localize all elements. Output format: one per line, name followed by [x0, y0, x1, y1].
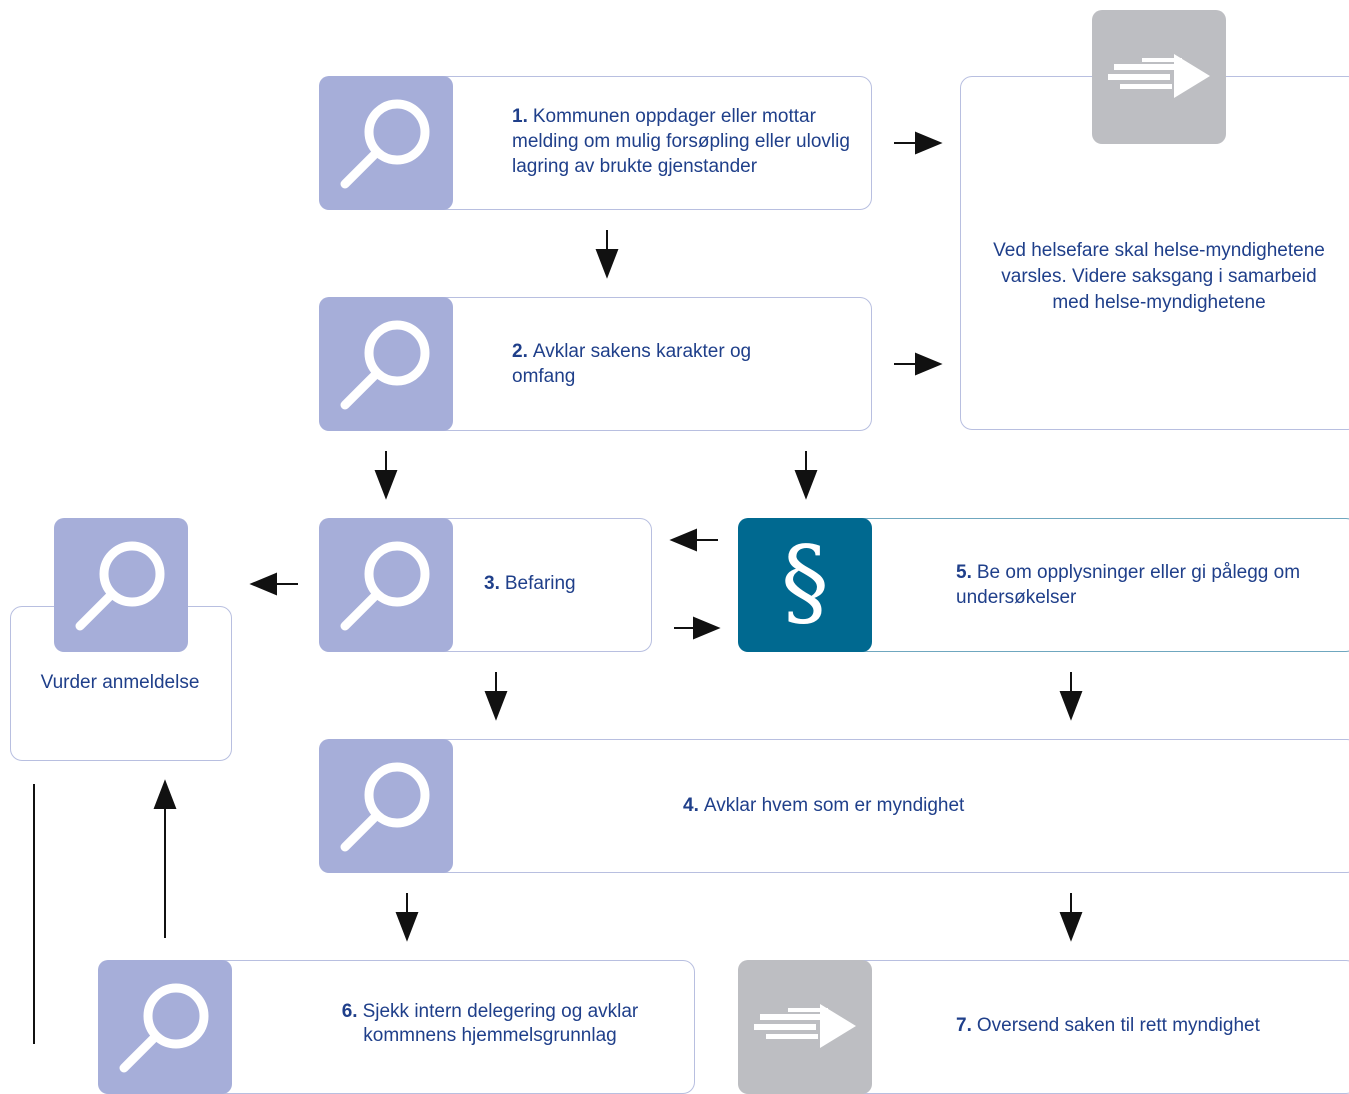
step-3-text: 3.Befaring	[484, 573, 576, 594]
section-symbol-icon: §	[738, 518, 872, 652]
magnifier-icon	[98, 960, 232, 1094]
step-4-text: 4.Avklar hvem som er myndighet	[683, 795, 965, 816]
step-4-box	[319, 739, 1349, 873]
magnifier-icon	[319, 518, 453, 652]
magnifier-icon	[319, 76, 453, 210]
step-5-text: 5.Be om opplysninger eller gi pålegg om …	[956, 562, 1301, 608]
step-6-text: 6.Sjekk intern delegering og avklar komm…	[341, 1001, 639, 1046]
step-2-text: 2.Avklar sakens karakter og omfang	[512, 341, 752, 387]
report-text: Vurder anmeldelse	[40, 672, 200, 693]
step-1-text: 1.Kommunen oppdager eller mottar melding…	[512, 106, 850, 177]
forward-arrow-icon	[738, 960, 872, 1094]
magnifier-icon	[54, 518, 188, 652]
health-authority-text: Ved helsefare skal helse-myndighetene va…	[993, 240, 1325, 313]
magnifier-icon	[319, 739, 453, 873]
report-box	[10, 606, 232, 761]
forward-arrow-icon	[1092, 10, 1226, 144]
step-7-text: 7.Oversend saken til rett myndighet	[956, 1015, 1260, 1036]
magnifier-icon	[319, 297, 453, 431]
